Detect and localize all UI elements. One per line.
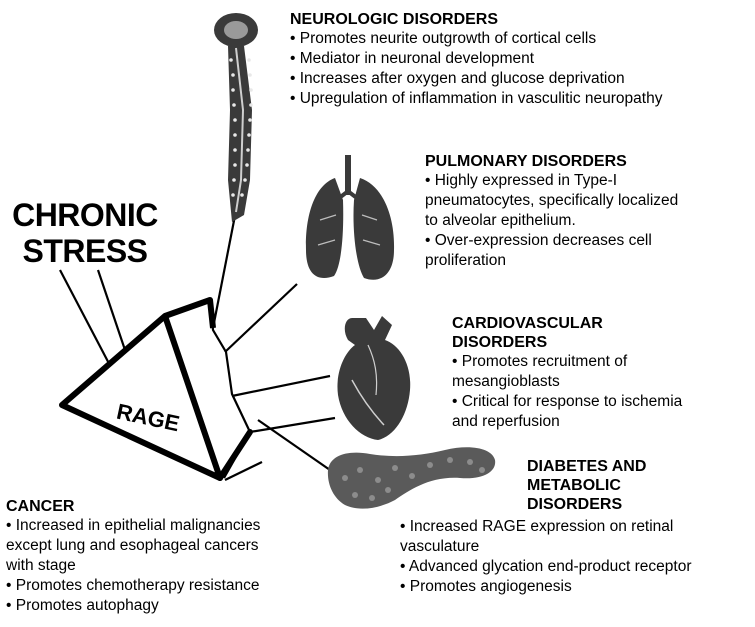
cardiovascular-line: mesangioblasts bbox=[452, 372, 682, 392]
cancer-line: • Promotes chemotherapy resistance bbox=[6, 576, 260, 596]
cancer-line: • Increased in epithelial malignancies bbox=[6, 516, 260, 536]
diabetes-line: • Increased RAGE expression on retinal bbox=[400, 517, 692, 537]
neurologic-item: • Upregulation of inflammation in vascul… bbox=[290, 89, 662, 109]
pulmonary-line: • Over-expression decreases cell bbox=[425, 231, 678, 251]
cardiovascular-title-1: CARDIOVASCULAR bbox=[452, 314, 682, 333]
chronic-stress-label: CHRONIC STRESS bbox=[10, 197, 160, 269]
heart-icon bbox=[337, 316, 410, 440]
pancreas-icon bbox=[328, 447, 495, 508]
cancer-title: CANCER bbox=[6, 497, 260, 516]
cardiovascular-block: CARDIOVASCULAR DISORDERS • Promotes recr… bbox=[452, 314, 682, 432]
lungs-icon bbox=[306, 155, 394, 280]
cancer-line: except lung and esophageal cancers bbox=[6, 536, 260, 556]
pulmonary-connector bbox=[225, 284, 297, 352]
diabetes-title-block: DIABETES AND METABOLIC DISORDERS bbox=[527, 457, 646, 514]
pulmonary-line: to alveolar epithelium. bbox=[425, 211, 678, 231]
spinal-cord-icon bbox=[214, 13, 258, 222]
stress-connector-1 bbox=[60, 270, 115, 375]
stress-line-2: STRESS bbox=[10, 233, 160, 269]
stress-line-1: CHRONIC bbox=[10, 197, 160, 233]
diabetes-line: vasculature bbox=[400, 537, 692, 557]
diabetes-title-3: DISORDERS bbox=[527, 495, 646, 514]
pulmonary-line: • Highly expressed in Type-I bbox=[425, 171, 678, 191]
diabetes-title-1: DIABETES AND bbox=[527, 457, 646, 476]
cancer-block: CANCER • Increased in epithelial maligna… bbox=[6, 497, 260, 616]
neurologic-item: • Increases after oxygen and glucose dep… bbox=[290, 69, 662, 89]
cardiovascular-line: • Promotes recruitment of bbox=[452, 352, 682, 372]
cardiovascular-line: and reperfusion bbox=[452, 412, 682, 432]
diabetes-connector bbox=[258, 420, 330, 470]
diabetes-line: • Promotes angiogenesis bbox=[400, 577, 692, 597]
cardiovascular-line: • Critical for response to ischemia bbox=[452, 392, 682, 412]
pulmonary-title: PULMONARY DISORDERS bbox=[425, 152, 678, 171]
diabetes-title-2: METABOLIC bbox=[527, 476, 646, 495]
cardiovascular-title-2: DISORDERS bbox=[452, 333, 682, 352]
neurologic-title: NEUROLOGIC DISORDERS bbox=[290, 10, 662, 29]
pulmonary-line: proliferation bbox=[425, 251, 678, 271]
neurologic-block: NEUROLOGIC DISORDERS • Promotes neurite … bbox=[290, 10, 662, 109]
rage-prism-sides bbox=[210, 302, 250, 478]
neurologic-item: • Mediator in neuronal development bbox=[290, 49, 662, 69]
stress-connector-2 bbox=[98, 270, 125, 350]
neurologic-item: • Promotes neurite outgrowth of cortical… bbox=[290, 29, 662, 49]
cancer-line: • Promotes autophagy bbox=[6, 596, 260, 616]
pulmonary-line: pneumatocytes, specifically localized bbox=[425, 191, 678, 211]
diabetes-block: • Increased RAGE expression on retinal v… bbox=[400, 517, 692, 597]
cardio-connector-1 bbox=[232, 376, 330, 396]
cancer-line: with stage bbox=[6, 556, 260, 576]
diabetes-line: • Advanced glycation end-product recepto… bbox=[400, 557, 692, 577]
pulmonary-block: PULMONARY DISORDERS • Highly expressed i… bbox=[425, 152, 678, 271]
cardio-connector-2 bbox=[250, 418, 335, 432]
